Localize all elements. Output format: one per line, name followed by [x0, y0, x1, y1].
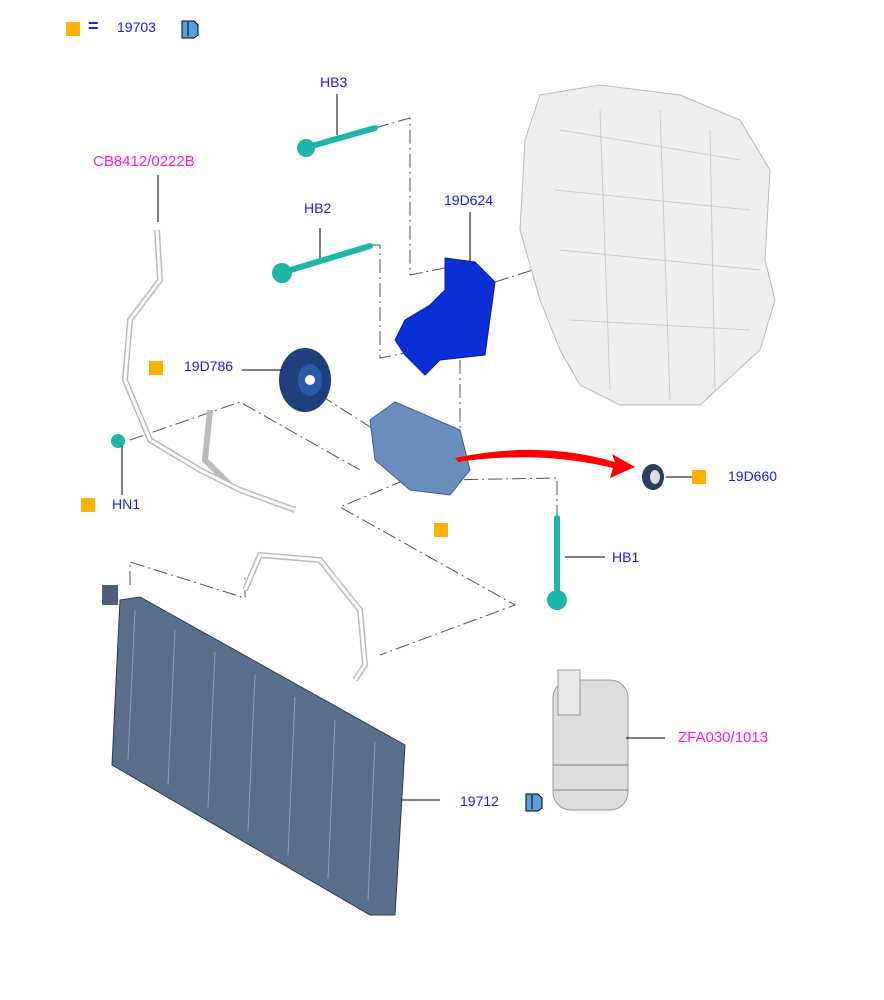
marker-square-19d660	[692, 470, 706, 484]
label-19d624[interactable]: 19D624	[444, 192, 494, 208]
label-19d786[interactable]: 19D786	[184, 358, 234, 374]
bolt-hb3	[297, 125, 378, 157]
label-hb1[interactable]: HB1	[612, 549, 640, 565]
assembly-lines	[129, 117, 581, 656]
ac-hose-inner	[123, 229, 367, 681]
seal-19d660	[642, 464, 664, 490]
compressor	[369, 401, 471, 496]
red-arrow	[455, 449, 635, 478]
label-hb2[interactable]: HB2	[304, 200, 332, 216]
receiver-drier	[552, 669, 629, 811]
marker-square-compressor	[434, 523, 448, 537]
label-hb3[interactable]: HB3	[320, 74, 348, 90]
label-19712[interactable]: 19712	[460, 793, 499, 809]
book-icon[interactable]	[524, 792, 544, 812]
label-zfa030[interactable]: ZFA030/1013	[678, 729, 769, 746]
legend-ref-19703[interactable]: 19703	[117, 19, 156, 35]
leader-lines	[121, 94, 692, 801]
bracket-19d624	[394, 257, 496, 376]
label-19d660[interactable]: 19D660	[728, 468, 778, 484]
label-cb8412[interactable]: CB8412/0222B	[93, 153, 195, 170]
pulley-19d786	[279, 348, 331, 412]
engine-block	[519, 84, 776, 406]
bolt-hb1	[547, 515, 567, 610]
condenser-19712	[102, 585, 406, 916]
label-hn1[interactable]: HN1	[112, 496, 141, 512]
marker-square-hn1	[81, 498, 95, 512]
book-icon[interactable]	[180, 19, 200, 39]
legend-equals: =	[88, 16, 99, 36]
marker-square-19d786	[149, 361, 163, 375]
fitting-hn1	[111, 434, 125, 448]
marker-square-legend	[66, 22, 80, 36]
bolt-hb2	[272, 243, 373, 283]
